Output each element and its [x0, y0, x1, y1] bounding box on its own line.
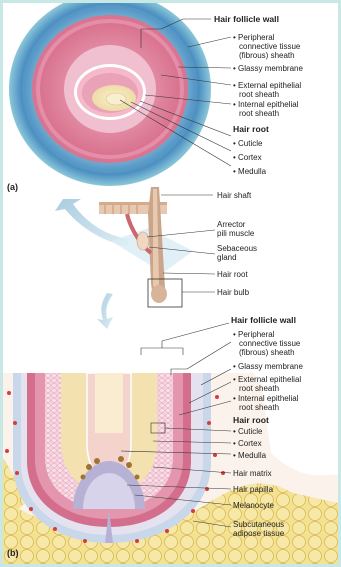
label-hair-matrix: Hair matrix [233, 469, 272, 478]
label-a-hair-follicle-wall: Hair follicle wall [214, 14, 279, 24]
label-b-internal-1: • Internal epithelial [233, 394, 299, 403]
label-a-peripheral-1: • Peripheral [233, 33, 275, 42]
label-a-cortex: • Cortex [233, 153, 262, 162]
skin-block [99, 187, 193, 307]
hair-arrow-down [97, 293, 113, 329]
label-a-cuticle: • Cuticle [233, 139, 263, 148]
label-middle-hair-root: Hair root [217, 270, 248, 279]
panel-a-letter: (a) [7, 182, 18, 192]
label-a-medulla: • Medulla [233, 167, 267, 176]
label-b-peripheral-1: • Peripheral [233, 330, 275, 339]
label-a-internal-1: • Internal epithelial [233, 100, 299, 109]
label-b-glassy: • Glassy membrane [233, 362, 303, 371]
label-hair-papilla: Hair papilla [233, 485, 274, 494]
label-a-peripheral-2: connective tissue [239, 42, 301, 51]
label-sebaceous-1: Sebaceous [217, 244, 257, 253]
label-b-peripheral-3: (fibrous) sheath [239, 348, 295, 357]
label-a-hair-root: Hair root [233, 124, 269, 134]
label-arrector-1: Arrector [217, 220, 246, 229]
label-a-peripheral-3: (fibrous) sheath [239, 51, 295, 60]
label-adipose-1: Subcutaneous [233, 520, 284, 529]
label-b-internal-2: root sheath [239, 403, 279, 412]
label-a-internal-2: root sheath [239, 109, 279, 118]
hair-follicle-diagram: Hair follicle wall • Peripheral connecti… [3, 3, 338, 564]
label-hair-bulb: Hair bulb [217, 288, 250, 297]
label-b-cortex: • Cortex [233, 439, 262, 448]
label-b-hair-follicle-wall: Hair follicle wall [231, 315, 296, 325]
label-b-peripheral-2: connective tissue [239, 339, 301, 348]
label-a-external-1: • External epithelial [233, 81, 301, 90]
cross-section-illustration [9, 3, 211, 186]
label-arrector-2: pili muscle [217, 229, 255, 238]
label-sebaceous-2: gland [217, 253, 237, 262]
panel-b-letter: (b) [7, 548, 19, 558]
label-b-external-1: • External epithelial [233, 375, 301, 384]
labels-middle: Hair shaft Arrector pili muscle Sebaceou… [217, 191, 257, 297]
label-b-medulla: • Medulla [233, 451, 267, 460]
label-a-glassy: • Glassy membrane [233, 64, 303, 73]
label-b-hair-root: Hair root [233, 415, 269, 425]
label-hair-shaft: Hair shaft [217, 191, 252, 200]
label-a-external-2: root sheath [239, 90, 279, 99]
label-b-cuticle: • Cuticle [233, 427, 263, 436]
figure-panel: Hair follicle wall • Peripheral connecti… [3, 3, 338, 564]
label-b-external-2: root sheath [239, 384, 279, 393]
label-adipose-2: adipose tissue [233, 529, 285, 538]
label-melanocyte: Melanocyte [233, 501, 274, 510]
